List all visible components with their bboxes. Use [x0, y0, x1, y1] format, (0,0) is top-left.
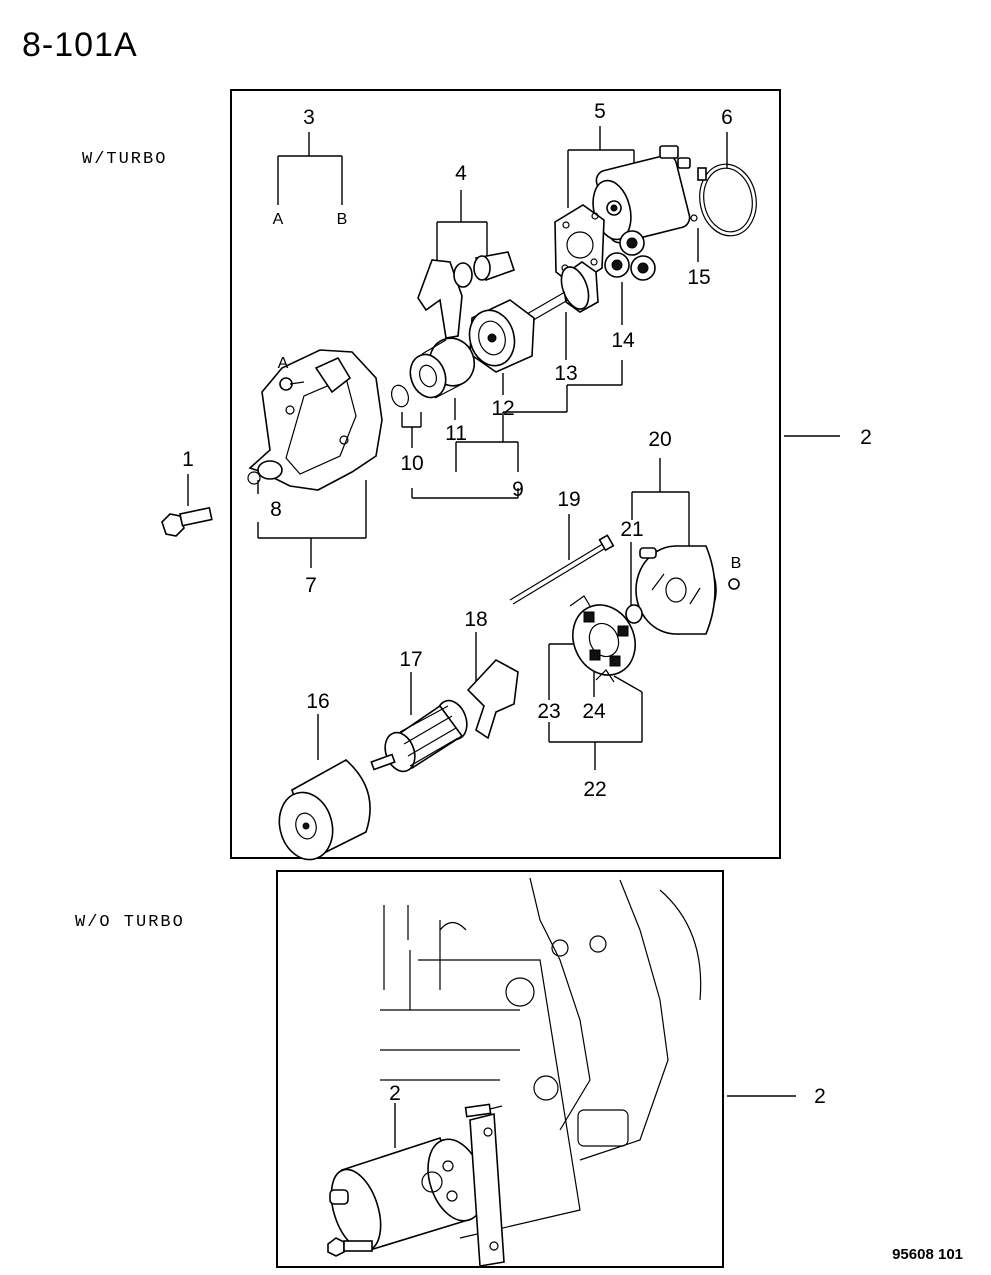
- bolt-label-b: B: [731, 555, 742, 572]
- sub-label-b: B: [337, 211, 348, 228]
- callout-20: 20: [648, 428, 671, 451]
- callout-17: 17: [399, 648, 422, 671]
- part-21-bearing: [625, 604, 643, 624]
- callout-3: 3: [303, 106, 315, 129]
- part-1-bolt: [161, 506, 213, 537]
- callout-13: 13: [554, 362, 577, 385]
- drawing-number: 95608 101: [892, 1246, 963, 1263]
- part-17-armature: [370, 699, 468, 773]
- part-18-plate: [466, 659, 519, 740]
- callout-23: 23: [537, 700, 560, 723]
- part-4-lever: [417, 251, 516, 339]
- callout-5: 5: [594, 100, 606, 123]
- part-7-front-bracket: [248, 349, 383, 491]
- callout-2-bottom-side: 2: [814, 1085, 826, 1108]
- callout-lines: [187, 126, 840, 1148]
- part-12-internal-gear: [468, 299, 535, 373]
- callout-6: 6: [721, 106, 733, 129]
- callout-19: 19: [557, 488, 580, 511]
- callout-12: 12: [491, 397, 514, 420]
- bolt-a: [279, 377, 305, 391]
- part-5-magnetic-switch: [554, 145, 691, 287]
- callout-18: 18: [464, 608, 487, 631]
- part-22-brush-holder: [569, 595, 636, 683]
- part-15-ball: [690, 214, 698, 222]
- bolt-label-a: A: [278, 355, 289, 372]
- callout-7: 7: [305, 574, 317, 597]
- callout-2-side: 2: [860, 426, 872, 449]
- part-16-yoke: [278, 759, 371, 861]
- callout-11: 11: [445, 422, 467, 445]
- non-turbo-frame: [276, 870, 724, 1268]
- callout-2-bottom: 2: [389, 1082, 401, 1105]
- sub-label-a: A: [273, 211, 284, 228]
- variant-with-turbo-label: W/TURBO: [82, 150, 168, 169]
- part-13-pinion-shaft: [519, 261, 599, 327]
- callout-10: 10: [400, 452, 423, 475]
- bolt-b: [728, 578, 740, 590]
- callout-8: 8: [270, 498, 282, 521]
- part-8-plug: [247, 471, 261, 485]
- callout-1: 1: [182, 448, 194, 471]
- part-19-through-bolt: [509, 534, 615, 605]
- callout-numbers: 3 A B 4 5 6 15 14 13 12 11 10 9 A 1 8 7 …: [182, 100, 872, 1108]
- callout-24: 24: [582, 700, 606, 723]
- engine-installation-view: [380, 877, 702, 1239]
- callout-21: 21: [620, 518, 643, 541]
- callout-22: 22: [583, 778, 606, 801]
- callout-14: 14: [611, 329, 635, 352]
- part-6-gasket: [697, 163, 757, 237]
- part-10-snap-ring: [390, 384, 410, 408]
- starter-assembly-installed: [327, 1103, 505, 1267]
- callout-4: 4: [455, 162, 467, 185]
- callout-16: 16: [306, 690, 329, 713]
- variant-without-turbo-label: W/O TURBO: [75, 913, 185, 932]
- part-14-planetary-gears: [604, 230, 656, 281]
- callout-15: 15: [687, 266, 710, 289]
- part-20-rear-bracket: [635, 545, 717, 635]
- part-11-overrunning-clutch: [409, 337, 476, 399]
- callout-9: 9: [512, 478, 524, 501]
- page-code: 8-101A: [22, 26, 138, 64]
- turbo-frame: [230, 89, 781, 859]
